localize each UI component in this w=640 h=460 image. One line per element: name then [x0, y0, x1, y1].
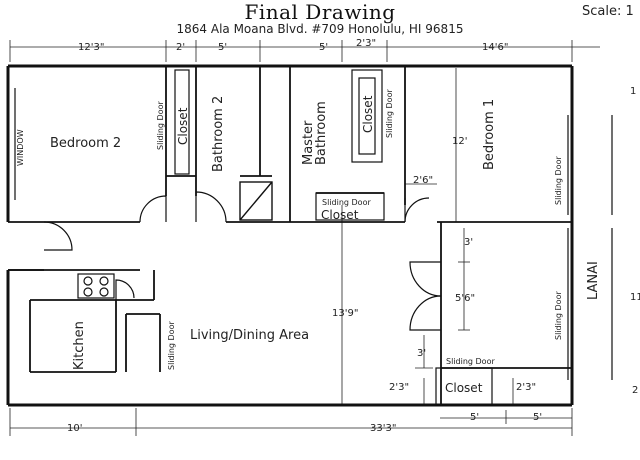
master-closet-label: Closet: [361, 95, 375, 133]
dim-hall-5-6: 5'6": [455, 293, 475, 304]
bedroom-1-label: Bedroom 1: [482, 99, 497, 170]
hall-closet-label: Closet: [321, 208, 359, 222]
door-swings: [43, 191, 442, 331]
address-subtitle: 1864 Ala Moana Blvd. #709 Honolulu, HI 9…: [176, 22, 464, 36]
dim-hall-3: 3': [464, 237, 473, 248]
dim-living-height: 13'9": [332, 308, 358, 319]
master-bathroom-label-1: Master: [301, 120, 316, 165]
drawing-title: Final Drawing: [244, 0, 396, 24]
master-bathroom-label-2: Bathroom: [314, 101, 329, 165]
closet-outlines: [14, 69, 613, 406]
dim-closet-2-3-right: 2'3": [516, 382, 536, 393]
dim-top-master-bath: 5': [319, 42, 328, 53]
sliding-door-label-3: Sliding Door: [322, 198, 371, 207]
dim-bottom-total: 33'3": [370, 423, 396, 434]
sliding-door-label-5: Sliding Door: [554, 291, 563, 340]
dim-closet-2-3-left: 2'3": [389, 382, 409, 393]
dim-bottom-5-right: 5': [533, 412, 542, 423]
living-dining-label: Living/Dining Area: [190, 328, 309, 343]
window-label: WINDOW: [16, 129, 25, 166]
stove-burners: [77, 273, 135, 300]
dim-lanai-edge-2: 2: [632, 385, 638, 396]
bedroom-2-label: Bedroom 2: [50, 136, 121, 151]
sliding-door-label-7: Sliding Door: [446, 357, 495, 366]
dim-top-closet: 2': [176, 42, 185, 53]
dim-lanai-edge-11: 11: [630, 292, 640, 303]
stair-box: [239, 181, 273, 221]
sliding-door-label-4: Sliding Door: [554, 156, 563, 205]
dim-top-bath2: 5': [218, 42, 227, 53]
dimension-lines: [9, 40, 600, 436]
dim-bottom-10: 10': [67, 423, 82, 434]
dim-lanai-edge-1: 1: [630, 86, 636, 97]
dim-bedroom1-height: 12': [452, 136, 467, 147]
sliding-door-label-1: Sliding Door: [156, 101, 165, 150]
kitchen-label: Kitchen: [72, 321, 87, 370]
sliding-door-label-6: Sliding Door: [167, 321, 176, 370]
dim-top-bedroom1: 14'6": [482, 42, 508, 53]
bathroom-2-label: Bathroom 2: [211, 96, 226, 172]
dim-top-bedroom2: 12'3": [78, 42, 104, 53]
exterior-walls: [6, 64, 574, 407]
dim-closet-3: 3': [417, 348, 426, 359]
closet-2-label: Closet: [176, 107, 190, 145]
closet-bottom-label: Closet: [445, 381, 483, 395]
lanai-label: LANAI: [586, 261, 601, 300]
dim-top-master-closet: 2'3": [356, 38, 376, 49]
scale-label: Scale: 1: [582, 4, 634, 19]
dim-bedroom1-door: 2'6": [413, 175, 433, 186]
dim-bottom-5-left: 5': [470, 412, 479, 423]
sliding-door-label-2: Sliding Door: [385, 89, 394, 138]
